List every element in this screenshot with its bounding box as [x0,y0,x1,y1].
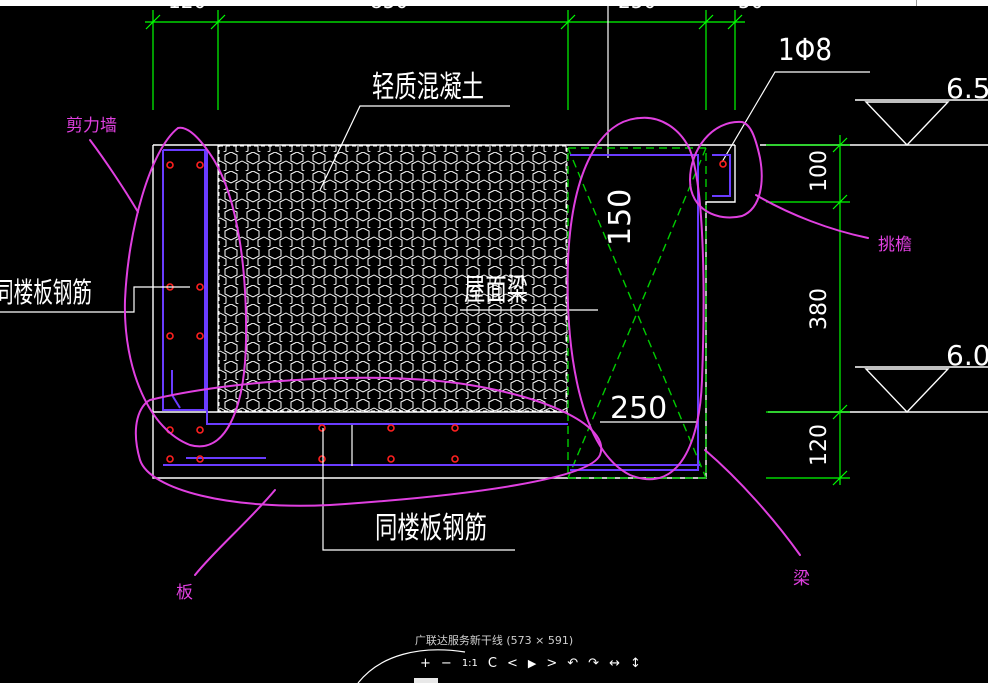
rotate-left-button[interactable]: ↶ [567,656,579,671]
viewer-dial-highlight [414,678,438,683]
label-roof-beam: 屋面梁 [464,273,528,308]
dim-right-100: 100 [807,150,832,192]
leader-slab-rebar-left [0,286,190,313]
cornice-circle [688,120,763,219]
shear-wall-circle [123,126,248,448]
annotation-shear-wall: 剪力墙 [66,116,117,136]
shear-wall-pointer [89,139,139,213]
top-window-strip-right [916,0,988,6]
refresh-button[interactable]: C [487,656,497,671]
zoom-out-button[interactable]: − [440,656,452,671]
annotation-cornice: 挑檐 [878,235,912,255]
dim-top-50: 50 [738,0,763,13]
top-window-strip [0,0,988,6]
elevation-upper: 6.50 [946,72,988,105]
dim-beam-250: 250 [610,391,667,426]
dim-right-120: 120 [807,424,832,466]
label-lightweight-concrete: 轻质混凝土 [372,70,484,105]
dim-top-850: 850 [370,0,408,13]
leader-rebar-spec [721,71,870,163]
right-dimension-chain [766,135,850,486]
next-button[interactable]: > [546,656,558,671]
play-button[interactable]: ▶ [527,657,537,670]
elevation-marker-lower [768,366,988,414]
cornice-pointer [755,194,869,239]
viewer-dial-arc [357,649,466,683]
label-rebar-spec: 1Φ8 [778,33,832,68]
beam-pointer [704,449,801,556]
top-dimension-chain [145,10,745,110]
dim-right-380: 380 [807,288,832,330]
dim-top-250: 250 [618,0,656,13]
label-slab-rebar-left: 同楼板钢筋 [0,276,92,309]
actual-size-button[interactable]: 1:1 [461,658,478,669]
rebar-dots [166,160,727,463]
viewer-caption: 广联达服务新干线 (573 × 591) [414,634,574,647]
annotation-strokes [89,116,869,576]
rotate-right-button[interactable]: ↷ [588,656,600,671]
elevation-lower: 6.01 [946,339,988,372]
zoom-in-button[interactable]: + [420,656,431,671]
flip-vertical-button[interactable]: ↕ [629,656,641,671]
annotation-slab: 板 [176,583,193,603]
slab-pointer [194,489,276,576]
leader-slab-rebar-bottom [322,428,515,551]
viewer-toolbar: + − 1:1 C < ▶ > ↶ ↷ ↔ ↕ [418,654,643,674]
concrete-boundary [218,145,568,412]
prev-button[interactable]: < [506,656,518,671]
rebar-lines [162,149,731,471]
concrete-fill-area [219,146,567,411]
elevation-marker-upper [760,99,988,147]
flip-horizontal-button[interactable]: ↔ [609,656,620,671]
annotation-beam: 梁 [793,569,810,589]
dim-top-120: 120 [168,0,206,13]
dim-beam-150: 150 [603,189,638,246]
slab-circle [134,376,603,507]
label-slab-rebar-bottom: 同楼板钢筋 [375,511,487,546]
